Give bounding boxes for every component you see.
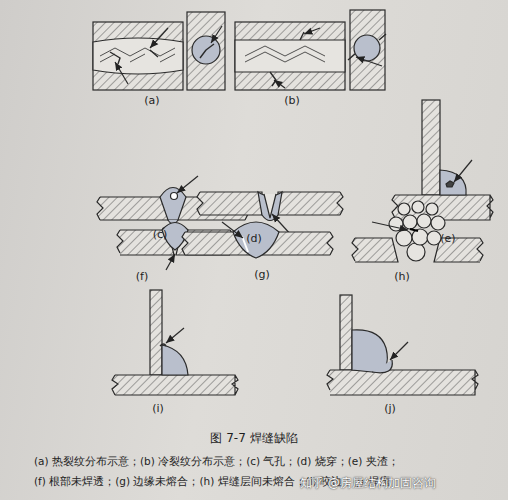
watermark: 知乎 @房屋结构加固咨询 — [300, 476, 436, 490]
panel-label: (c) — [153, 228, 168, 241]
panel-label: (j) — [384, 402, 396, 415]
panel-label: (d) — [246, 232, 262, 245]
caption-legend-line: (a) 热裂纹分布示意；(b) 冷裂纹分布示意；(c) 气孔；(d) 烧穿；(e… — [34, 455, 399, 468]
panel-label: (b) — [284, 94, 300, 107]
panel-label: (h) — [394, 270, 410, 283]
figure-caption: 图 7-7 焊缝缺陷 — [210, 431, 297, 445]
panel-label: (e) — [440, 232, 455, 245]
panel-label: (i) — [152, 402, 164, 415]
panel-label: (f) — [136, 270, 148, 283]
panel-label: (a) — [144, 94, 159, 107]
panel-label: (g) — [254, 268, 270, 281]
